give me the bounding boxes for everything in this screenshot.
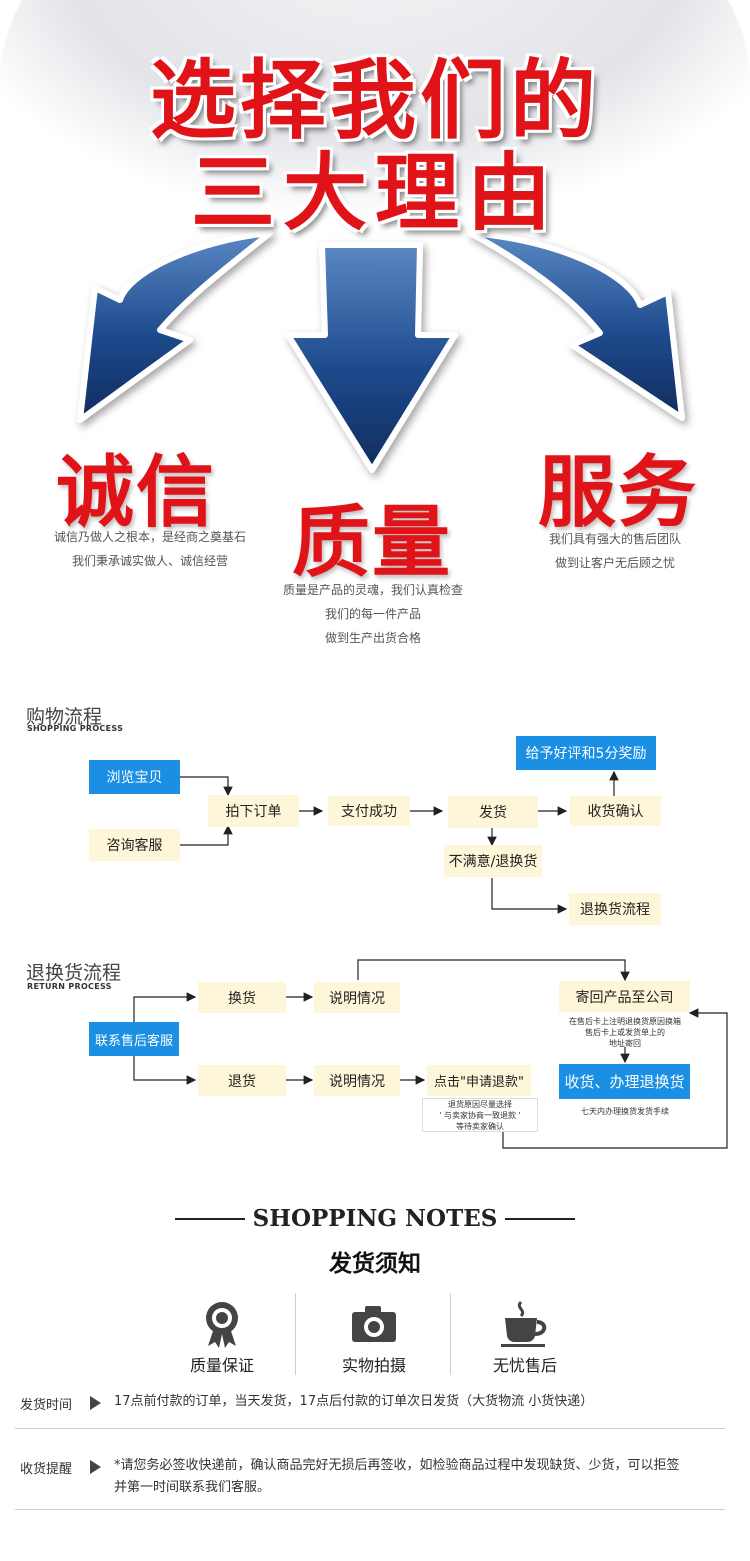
reason-desc-integrity: 诚信乃做人之根本，是经商之奠基石 我们秉承诚实做人、诚信经营: [53, 530, 246, 568]
reason-desc-quality: 质量是产品的灵魂，我们认真检查 我们的每一件产品 做到生产出货合格: [282, 583, 463, 645]
feature-photo: 实物拍摄: [299, 1300, 449, 1376]
apply-refund-step: 点击"申请退款": [427, 1065, 531, 1096]
consult-service-step: 咨询客服: [89, 829, 180, 861]
browse-item-step: 浏览宝贝: [89, 760, 180, 794]
ship-step: 发货: [448, 796, 538, 828]
feature-divider-2: [450, 1293, 451, 1375]
divider-line-1: [15, 1428, 725, 1429]
divider-line-2: [15, 1509, 725, 1510]
left-arrow-icon: [77, 230, 273, 423]
send-back-product-step: 寄回产品至公司: [559, 981, 690, 1012]
place-order-step: 拍下订单: [208, 795, 299, 827]
shopping-notes-title-en: SHOPPING NOTES: [252, 1205, 498, 1232]
explain-situation-step-1: 说明情况: [314, 982, 400, 1013]
exchange-step: 换货: [198, 982, 286, 1013]
medal-icon: [206, 1302, 238, 1348]
reason-word-integrity: 诚信: [56, 448, 217, 538]
explain-situation-step-2: 说明情况: [314, 1065, 400, 1096]
feature-photo-label: 实物拍摄: [341, 1356, 406, 1375]
hero-section: 选择我们的 三大理由 诚信 诚信乃做人之根本，是经商之奠基石 我们秉承诚实做人、…: [0, 0, 750, 660]
hero-title-line1: 选择我们的: [150, 51, 600, 151]
return-process-title: 退换货流程: [26, 962, 122, 984]
receive-exchange-note: 七天内办理换货发货手续: [581, 1107, 669, 1116]
send-back-note: 在售后卡上注明退换货原因换箱 售后卡上或发货单上的 地址寄回: [569, 1017, 681, 1048]
return-process-subtitle: RETURN PROCESS: [27, 982, 112, 991]
apply-refund-note: 退货原因尽量选择 ' 与卖家协商一致退款 ' 等待卖家确认: [422, 1098, 538, 1132]
hero-background: [0, 0, 750, 473]
coffee-cup-icon: [501, 1300, 547, 1347]
heading-right-rule: [505, 1217, 576, 1220]
receipt-reminder-arrow-icon: [90, 1460, 101, 1474]
right-arrow-icon: [467, 230, 685, 421]
receipt-reminder-line2: 并第一时间联系我们客服。: [114, 1480, 271, 1495]
camera-icon: [352, 1306, 396, 1342]
feature-divider-1: [295, 1293, 296, 1375]
hero-title-line2: 三大理由: [190, 144, 559, 242]
confirm-receipt-step: 收货确认: [570, 796, 661, 826]
heading-left-rule: [174, 1217, 245, 1220]
shopping-process-title: 购物流程: [26, 706, 103, 728]
receive-exchange-step: 收货、办理退换货: [559, 1064, 690, 1099]
good-review-step: 给予好评和5分奖励: [516, 736, 656, 770]
ship-time-label: 发货时间: [20, 1398, 73, 1413]
feature-quality-label: 质量保证: [189, 1356, 254, 1375]
receipt-reminder-text: *请您务必签收快递前，确认商品完好无损后再签收，如检验商品过程中发现缺货、少货，…: [114, 1455, 734, 1499]
reason-desc-service: 我们具有强大的售后团队 做到让客户无后顾之忧: [548, 532, 681, 570]
receipt-reminder-label: 收货提醒: [20, 1462, 73, 1477]
return-flow-step: 退换货流程: [569, 893, 661, 925]
center-arrow-icon: [285, 242, 458, 473]
shopping-notes-title-cn: 发货须知: [329, 1250, 421, 1277]
payment-success-step: 支付成功: [328, 796, 410, 826]
reason-word-service: 服务: [538, 448, 699, 538]
refund-step: 退货: [198, 1065, 286, 1096]
feature-aftersales-label: 无忧售后: [492, 1356, 557, 1375]
shopping-process-subtitle: SHOPPING PROCESS: [27, 724, 124, 733]
receipt-reminder-line1: *请您务必签收快递前，确认商品完好无损后再签收，如检验商品过程中发现缺货、少货，…: [114, 1458, 680, 1473]
shopping-notes-heading: SHOPPING NOTES: [0, 1205, 750, 1232]
unsatisfied-return-step: 不满意/退换货: [444, 845, 542, 877]
ship-time-text: 17点前付款的订单，当天发货，17点后付款的订单次日发货（大货物流 小货快递）: [114, 1394, 594, 1409]
reason-word-quality: 质量: [292, 498, 453, 588]
feature-aftersales: 无忧售后: [450, 1300, 600, 1376]
feature-quality: 质量保证: [147, 1300, 297, 1376]
contact-aftersales-step: 联系售后客服: [89, 1022, 179, 1056]
ship-time-arrow-icon: [90, 1396, 101, 1410]
